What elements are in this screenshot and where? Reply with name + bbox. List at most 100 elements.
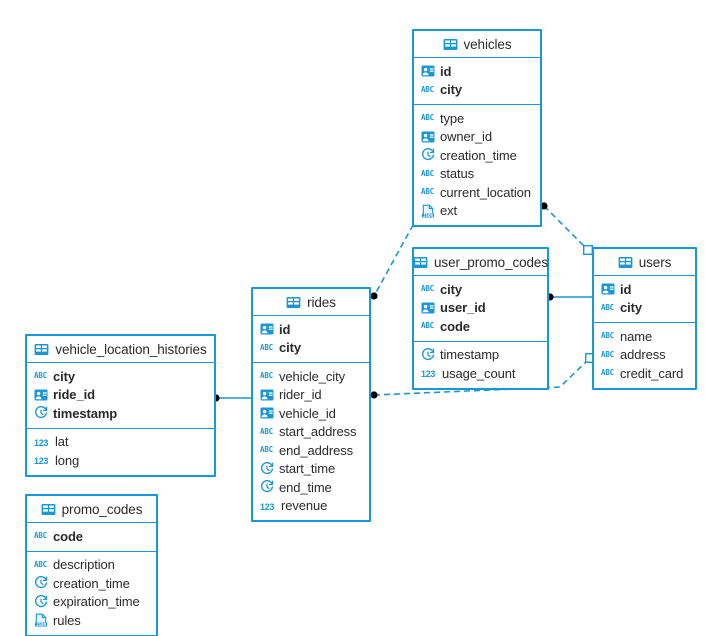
column-row[interactable]: ABC description	[27, 556, 156, 575]
field-label: timestamp	[440, 347, 500, 363]
svg-text:JSON: JSON	[423, 213, 433, 218]
table-header-users[interactable]: users	[594, 249, 695, 276]
field-label: ext	[440, 203, 458, 219]
123-number-icon: 123	[421, 369, 436, 380]
id-badge-icon	[421, 64, 435, 78]
field-label: credit_card	[620, 365, 684, 381]
json-file-icon: JSON	[34, 613, 48, 627]
field-label: id	[279, 321, 291, 337]
column-row[interactable]: owner_id	[414, 128, 540, 147]
column-row[interactable]: JSON ext	[414, 202, 540, 221]
id-badge-icon	[260, 388, 274, 402]
123-number-icon: 123	[34, 456, 49, 467]
id-badge-icon	[601, 282, 615, 296]
field-label: name	[620, 328, 653, 344]
abc-string-icon: ABC	[421, 187, 434, 197]
table-title: vehicles	[463, 36, 512, 52]
clock-icon	[34, 576, 48, 590]
table-title: users	[638, 254, 672, 270]
field-label: ride_id	[53, 387, 95, 403]
field-label: city	[620, 300, 643, 316]
cardinality-one-marker	[370, 391, 378, 399]
clock-icon	[421, 148, 435, 162]
column-row[interactable]: expiration_time	[27, 593, 156, 612]
abc-string-icon: ABC	[260, 371, 273, 381]
table-title: promo_codes	[61, 501, 143, 517]
abc-string-icon: ABC	[421, 168, 434, 178]
abc-string-icon: ABC	[34, 559, 47, 569]
field-label: start_time	[279, 461, 336, 477]
primary-key-row[interactable]: id	[414, 62, 540, 81]
table-header-vehicle_location_histories[interactable]: vehicle_location_histories	[27, 336, 214, 363]
field-label: city	[279, 340, 302, 356]
field-label: code	[53, 528, 83, 544]
field-label: timestamp	[53, 405, 118, 421]
clock-icon	[34, 594, 48, 609]
column-row[interactable]: start_time	[253, 460, 369, 479]
primary-key-row[interactable]: timestamp	[27, 404, 214, 423]
cardinality-many-marker	[583, 245, 594, 256]
table-header-rides[interactable]: rides	[253, 289, 369, 316]
primary-key-row[interactable]: id	[253, 320, 369, 339]
id-badge-icon	[421, 130, 435, 144]
abc-string-icon: ABC	[421, 84, 434, 94]
table-header-promo_codes[interactable]: promo_codes	[27, 496, 156, 523]
field-label: id	[620, 281, 632, 297]
column-row[interactable]: end_time	[253, 478, 369, 497]
field-label: revenue	[281, 498, 328, 514]
column-row[interactable]: vehicle_id	[253, 404, 369, 423]
relationship-user_promo_codes-to-users[interactable]	[546, 293, 592, 301]
column-row[interactable]: JSON rules	[27, 611, 156, 630]
column-row[interactable]: creation_time	[27, 574, 156, 593]
table-header-user_promo_codes[interactable]: user_promo_codes	[413, 249, 548, 276]
table-icon	[41, 502, 56, 517]
column-row[interactable]: timestamp	[414, 346, 547, 365]
column-row[interactable]: rider_id	[253, 386, 369, 405]
primary-key-row[interactable]: ride_id	[27, 386, 214, 405]
column-row[interactable]: creation_time	[414, 146, 540, 165]
primary-key-row[interactable]: user_id	[414, 299, 547, 318]
relationship-vehicle_location_histories-to-rides[interactable]	[212, 394, 251, 402]
table-header-vehicles[interactable]: vehicles	[414, 31, 540, 58]
abc-string-icon: ABC	[601, 349, 614, 359]
field-label: owner_id	[440, 129, 492, 145]
primary-key-row[interactable]: id	[594, 280, 695, 299]
field-label: description	[53, 557, 115, 573]
field-label: rules	[53, 612, 81, 628]
field-label: code	[440, 318, 470, 334]
field-label: id	[440, 63, 452, 79]
